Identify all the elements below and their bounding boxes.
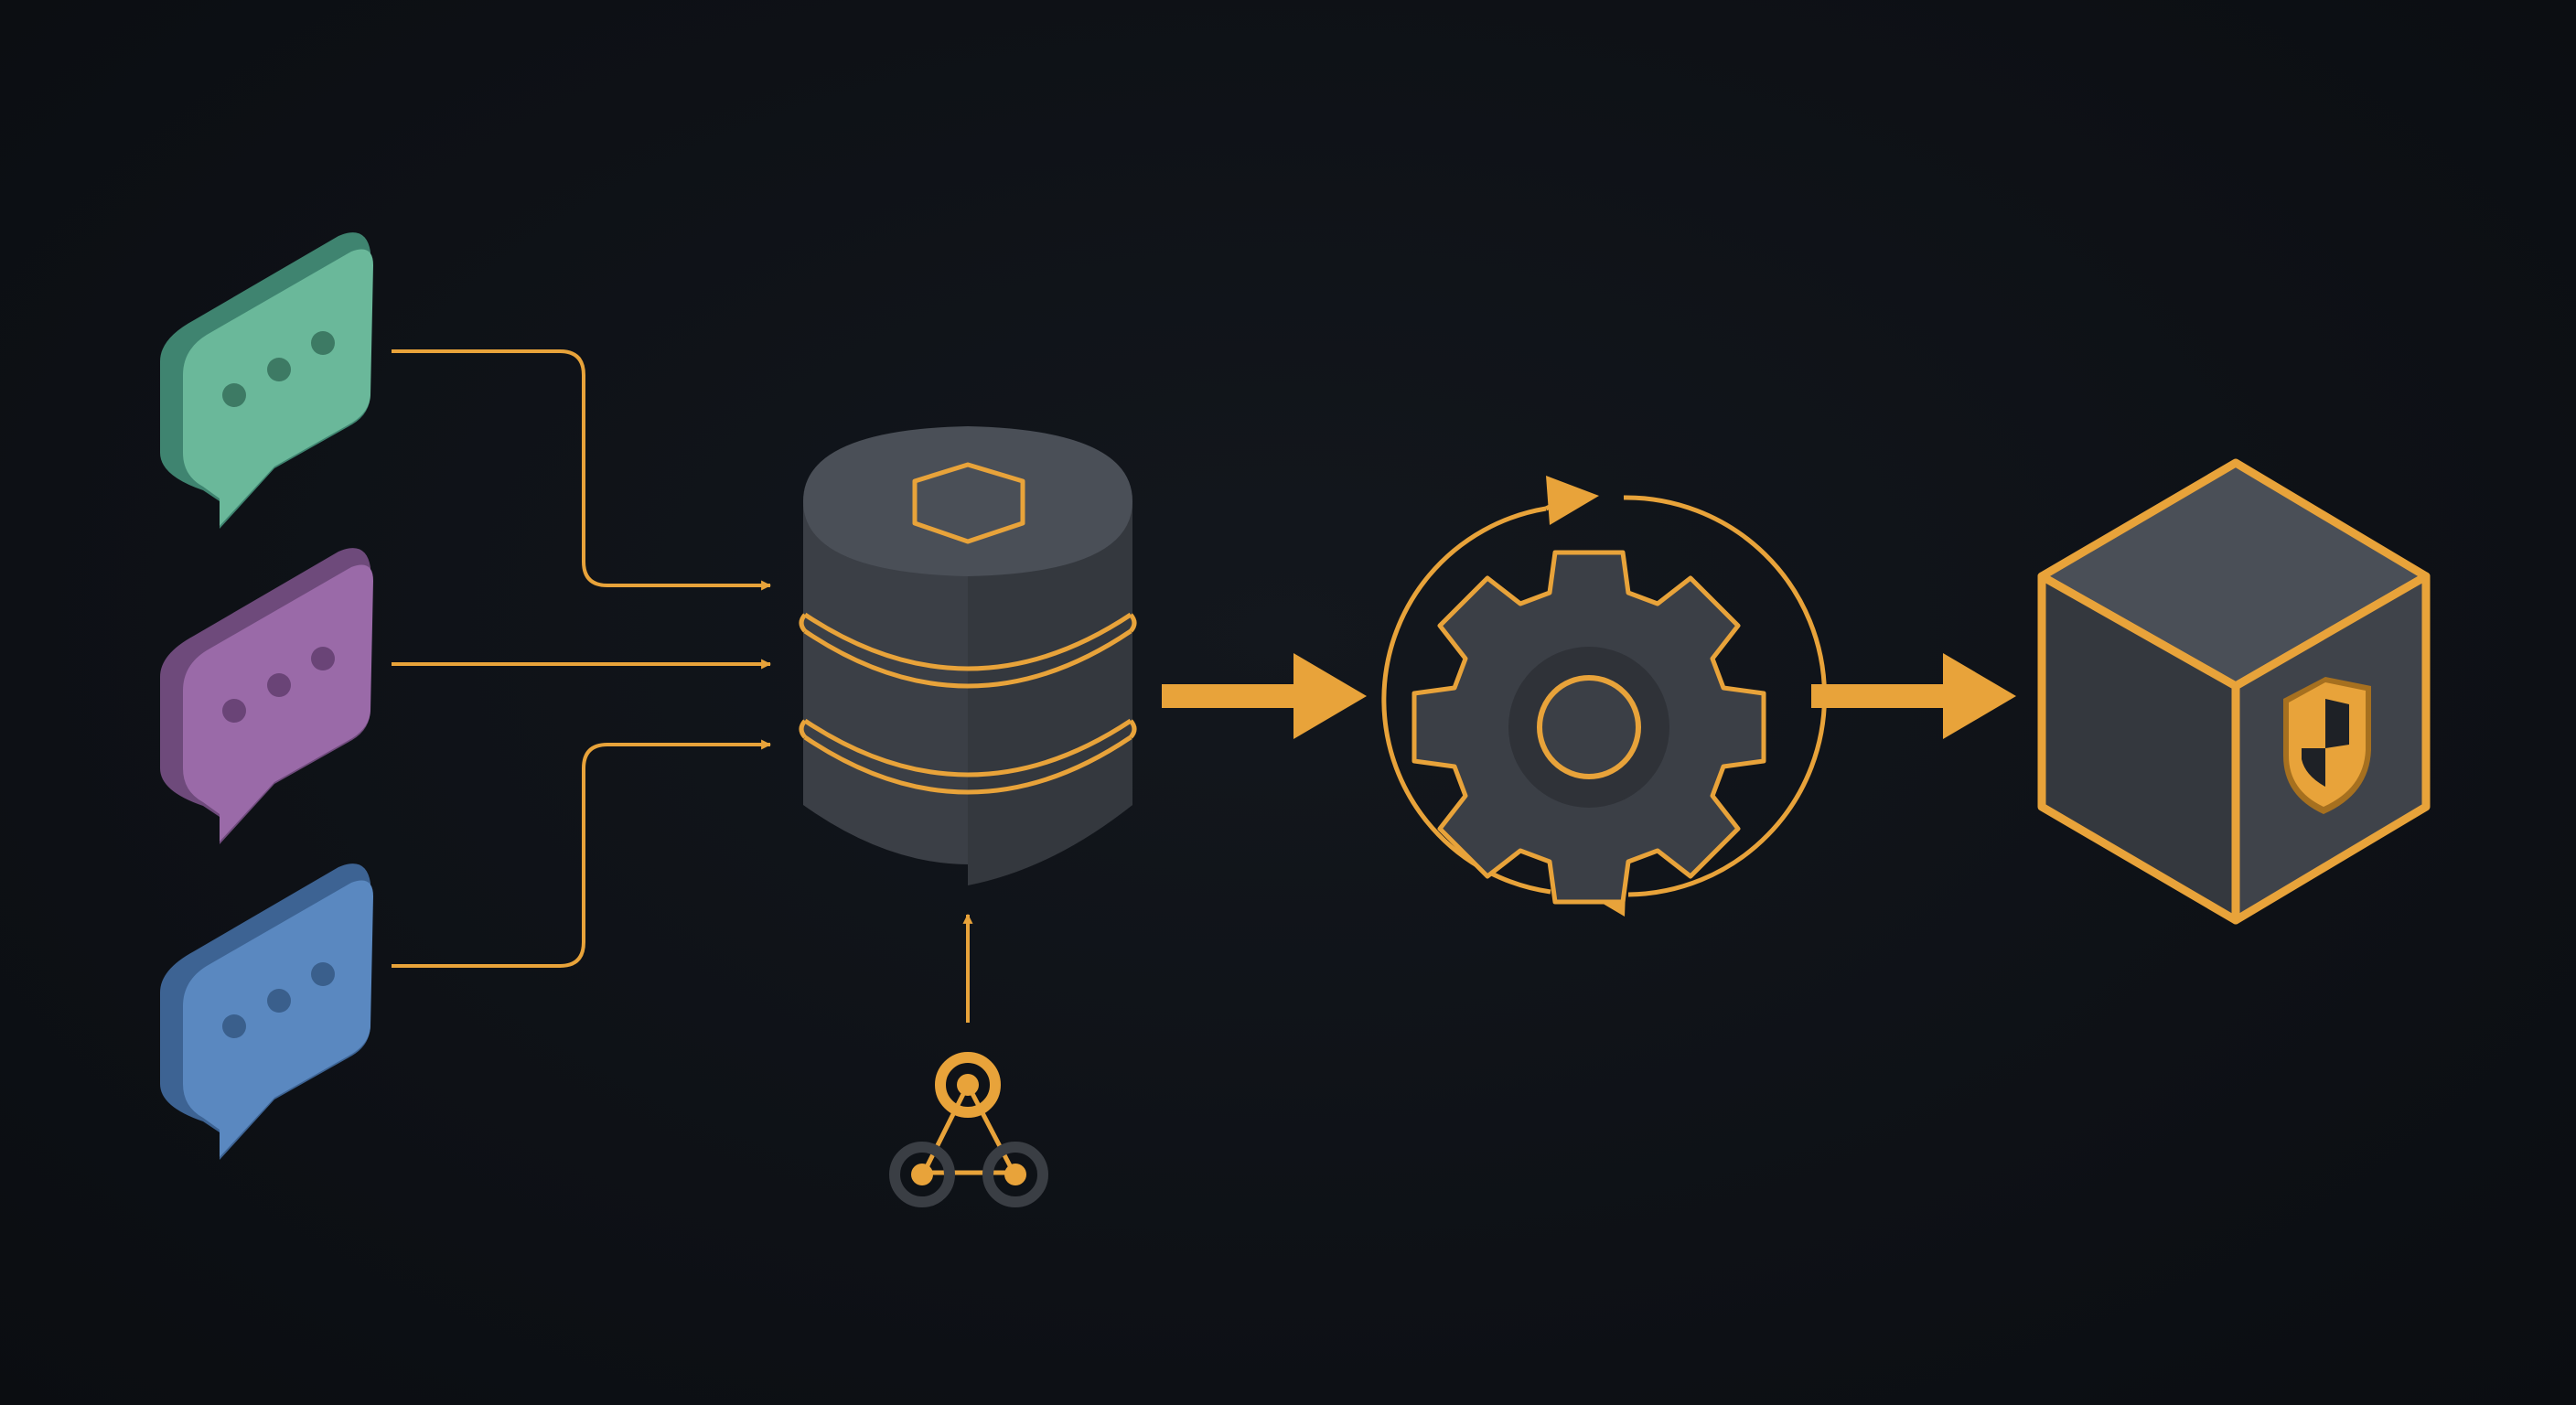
connector-chat3-to-database (392, 739, 772, 968)
chat-dot-icon (267, 673, 291, 697)
chat-bubble-icon (160, 863, 373, 1160)
chat-dot-icon (267, 358, 291, 381)
chat-dot-icon (222, 383, 246, 407)
chat-bubble-icon (160, 548, 373, 844)
arrow-processing-to-package (1811, 653, 2016, 739)
connector-chat1-to-database (392, 349, 772, 591)
chat-dot-icon (267, 989, 291, 1013)
gear-cycle-icon (1381, 476, 1827, 917)
cycle-arrowhead-icon (1546, 476, 1599, 525)
chat-dot-icon (311, 331, 335, 355)
webhook-icon (889, 1052, 1048, 1207)
chat-dot-icon (222, 699, 246, 723)
shield-icon (2283, 677, 2371, 814)
cube-shield-icon (2037, 458, 2431, 925)
chat-dot-icon (222, 1014, 246, 1038)
chat-dot-icon (311, 962, 335, 986)
hexagon-icon (912, 462, 1025, 544)
database-icon (799, 426, 1137, 885)
arrow-database-to-processing (1162, 653, 1367, 739)
chat-bubble-icon (160, 232, 373, 529)
chat-dot-icon (311, 647, 335, 670)
